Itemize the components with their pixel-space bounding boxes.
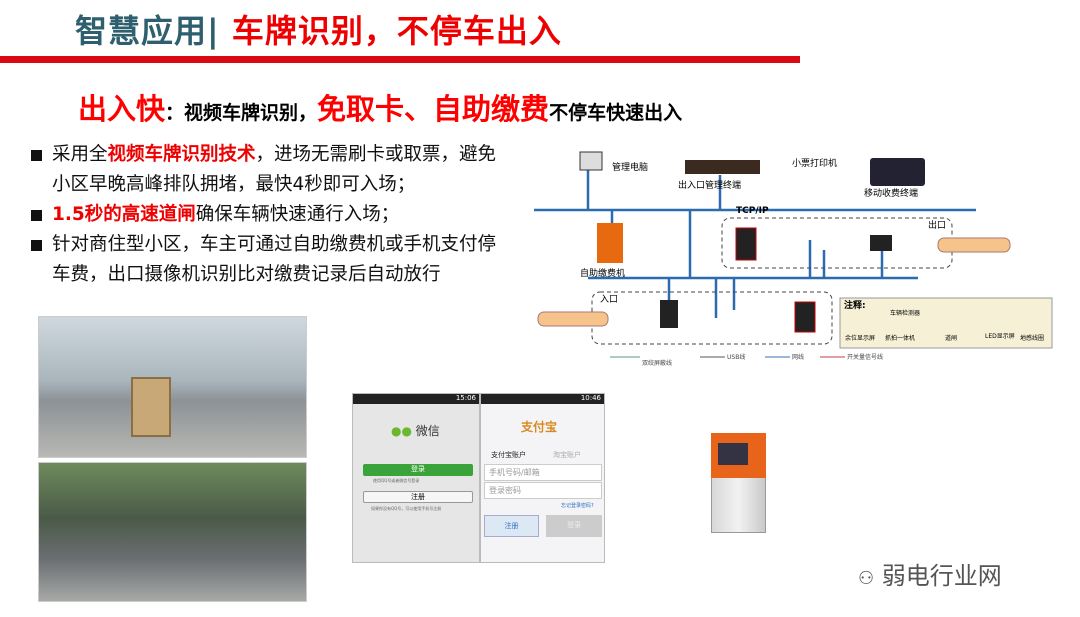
forgot-password-link[interactable]: 忘记登录密码?	[561, 503, 594, 509]
bullet-list: 采用全视频车牌识别技术，进场无需刷卡或取票，避免小区早晚高峰排队拥堵，最快4秒即…	[28, 140, 498, 290]
wechat-name: 微信	[415, 424, 440, 438]
label-terminal: 出入口管理终端	[678, 179, 741, 191]
subtitle-lead: 出入快	[78, 92, 166, 126]
alipay-screenshot: 10:46 支付宝 支付宝账户 淘宝账户 手机号码/邮箱 登录密码 忘记登录密码…	[480, 393, 605, 563]
exit-zone	[721, 217, 953, 269]
system-diagram: 管理电脑 出入口管理终端 小票打印机 移动收费终端 TCP/IP 自助缴费机 出…	[534, 151, 1053, 367]
alipay-phone-input[interactable]: 手机号码/邮箱	[484, 464, 602, 481]
entry-barrier-icon	[794, 301, 816, 333]
legend-item: 道闸	[945, 334, 957, 342]
bullet-text: 确保车辆快速通行入场；	[195, 204, 400, 225]
subtitle-highlight: 免取卡、自助缴费	[317, 92, 550, 126]
tab-alipay-account[interactable]: 支付宝账户	[491, 451, 526, 459]
bullet-item: 采用全视频车牌识别技术，进场无需刷卡或取票，避免小区早晚高峰排队拥堵，最快4秒即…	[28, 140, 498, 200]
label-entry: 入口	[600, 294, 618, 305]
line-legend-item: 开关量信号线	[847, 353, 883, 361]
subtitle: 出入快：视频车牌识别，免取卡、自助缴费不停车快速出入	[78, 86, 682, 128]
bullet-bold: 视频车牌识别技术	[107, 144, 256, 165]
exit-car-icon	[937, 237, 1011, 253]
status-bar: 15:06	[353, 394, 479, 404]
wechat-login-button[interactable]: 登录	[363, 464, 473, 476]
legend-item: LED显示屏	[985, 333, 1015, 340]
legend-title: 注释:	[844, 299, 866, 311]
bullet-bold: 1.5秒的高速道闸	[52, 204, 196, 225]
legend-item: 抓拍一体机	[885, 334, 915, 342]
subtitle-colon: ：	[165, 102, 185, 124]
bullet-text: 针对商住型小区，车主可通过自助缴费机或手机支付停车费，出口摄像机识别比对缴费记录…	[52, 234, 497, 285]
title-divider	[0, 56, 800, 63]
payment-kiosk-image	[706, 433, 774, 533]
bullet-item: 针对商住型小区，车主可通过自助缴费机或手机支付停车费，出口摄像机识别比对缴费记录…	[28, 230, 498, 290]
alipay-register-button[interactable]: 注册	[484, 515, 539, 537]
title-section: 智慧应用|	[75, 12, 220, 50]
alipay-password-input[interactable]: 登录密码	[484, 482, 602, 499]
bullet-text: ，进场无需刷卡或取票，避免小区早晚高峰排队拥堵，最快4秒即可入场；	[52, 144, 497, 195]
label-network: TCP/IP	[736, 206, 769, 216]
status-time: 10:46	[580, 394, 601, 402]
terminal-icon	[685, 160, 760, 174]
line-legend-item: 网线	[792, 353, 804, 361]
wechat-login-hint: 使用QQ号或者微信号登录	[373, 478, 420, 483]
entry-car-icon	[537, 311, 609, 327]
label-exit: 出口	[928, 219, 946, 231]
legend-item: 地感线圈	[1020, 334, 1044, 342]
status-bar: 10:46	[481, 394, 604, 404]
label-kiosk: 自助缴费机	[580, 267, 625, 279]
alipay-login-button[interactable]: 登录	[546, 515, 602, 537]
watermark-text: 弱电行业网	[881, 562, 1002, 590]
wechat-logo: ●● 微信	[391, 422, 440, 439]
bullet-marker	[31, 210, 42, 221]
legend-box	[839, 297, 1053, 349]
bullet-marker	[31, 150, 42, 161]
bullet-marker	[31, 240, 42, 251]
wechat-register-button[interactable]: 注册	[363, 491, 473, 503]
legend-item: 余位显示屏	[845, 334, 875, 342]
garage-gate-photo	[38, 462, 307, 602]
slide-title: 智慧应用| 车牌识别，不停车出入	[75, 6, 562, 52]
guard-booth	[131, 377, 171, 437]
line-legend-item: USB线	[727, 353, 745, 361]
status-time: 15:06	[455, 394, 476, 402]
exit-led-icon	[870, 235, 892, 251]
label-printer: 小票打印机	[792, 157, 837, 169]
entrance-booth-photo	[38, 316, 307, 458]
title-topic: 车牌识别，不停车出入	[231, 12, 562, 50]
label-pc: 管理电脑	[612, 161, 648, 173]
wechat-screenshot: 15:06 ●● 微信 登录 使用QQ号或者微信号登录 注册 如果你没有QQ号，…	[352, 393, 480, 563]
wechat-icon: ⚇	[858, 568, 875, 589]
wechat-register-hint: 如果你没有QQ号，可以使用手机号注册	[371, 506, 442, 511]
label-mobile: 移动收费终端	[864, 187, 918, 199]
pc-icon	[579, 151, 603, 171]
subtitle-text1: 视频车牌识别，	[184, 102, 318, 124]
watermark: ⚇ 弱电行业网	[858, 556, 1002, 591]
space-display-icon	[660, 300, 678, 328]
bullet-text: 采用全	[52, 144, 108, 165]
mobile-terminal-icon	[870, 158, 925, 186]
bullet-item: 1.5秒的高速道闸确保车辆快速通行入场；	[28, 200, 498, 230]
exit-barrier-icon	[735, 227, 757, 261]
tab-taobao-account[interactable]: 淘宝账户	[553, 451, 581, 459]
line-legend-item: 双绞屏蔽线	[642, 359, 672, 367]
kiosk-icon	[597, 223, 623, 263]
wechat-icon: ●●	[391, 424, 412, 438]
legend-item: 车辆检测器	[890, 309, 920, 317]
alipay-logo: 支付宝	[521, 420, 558, 434]
subtitle-text2: 不停车快速出入	[549, 102, 683, 124]
